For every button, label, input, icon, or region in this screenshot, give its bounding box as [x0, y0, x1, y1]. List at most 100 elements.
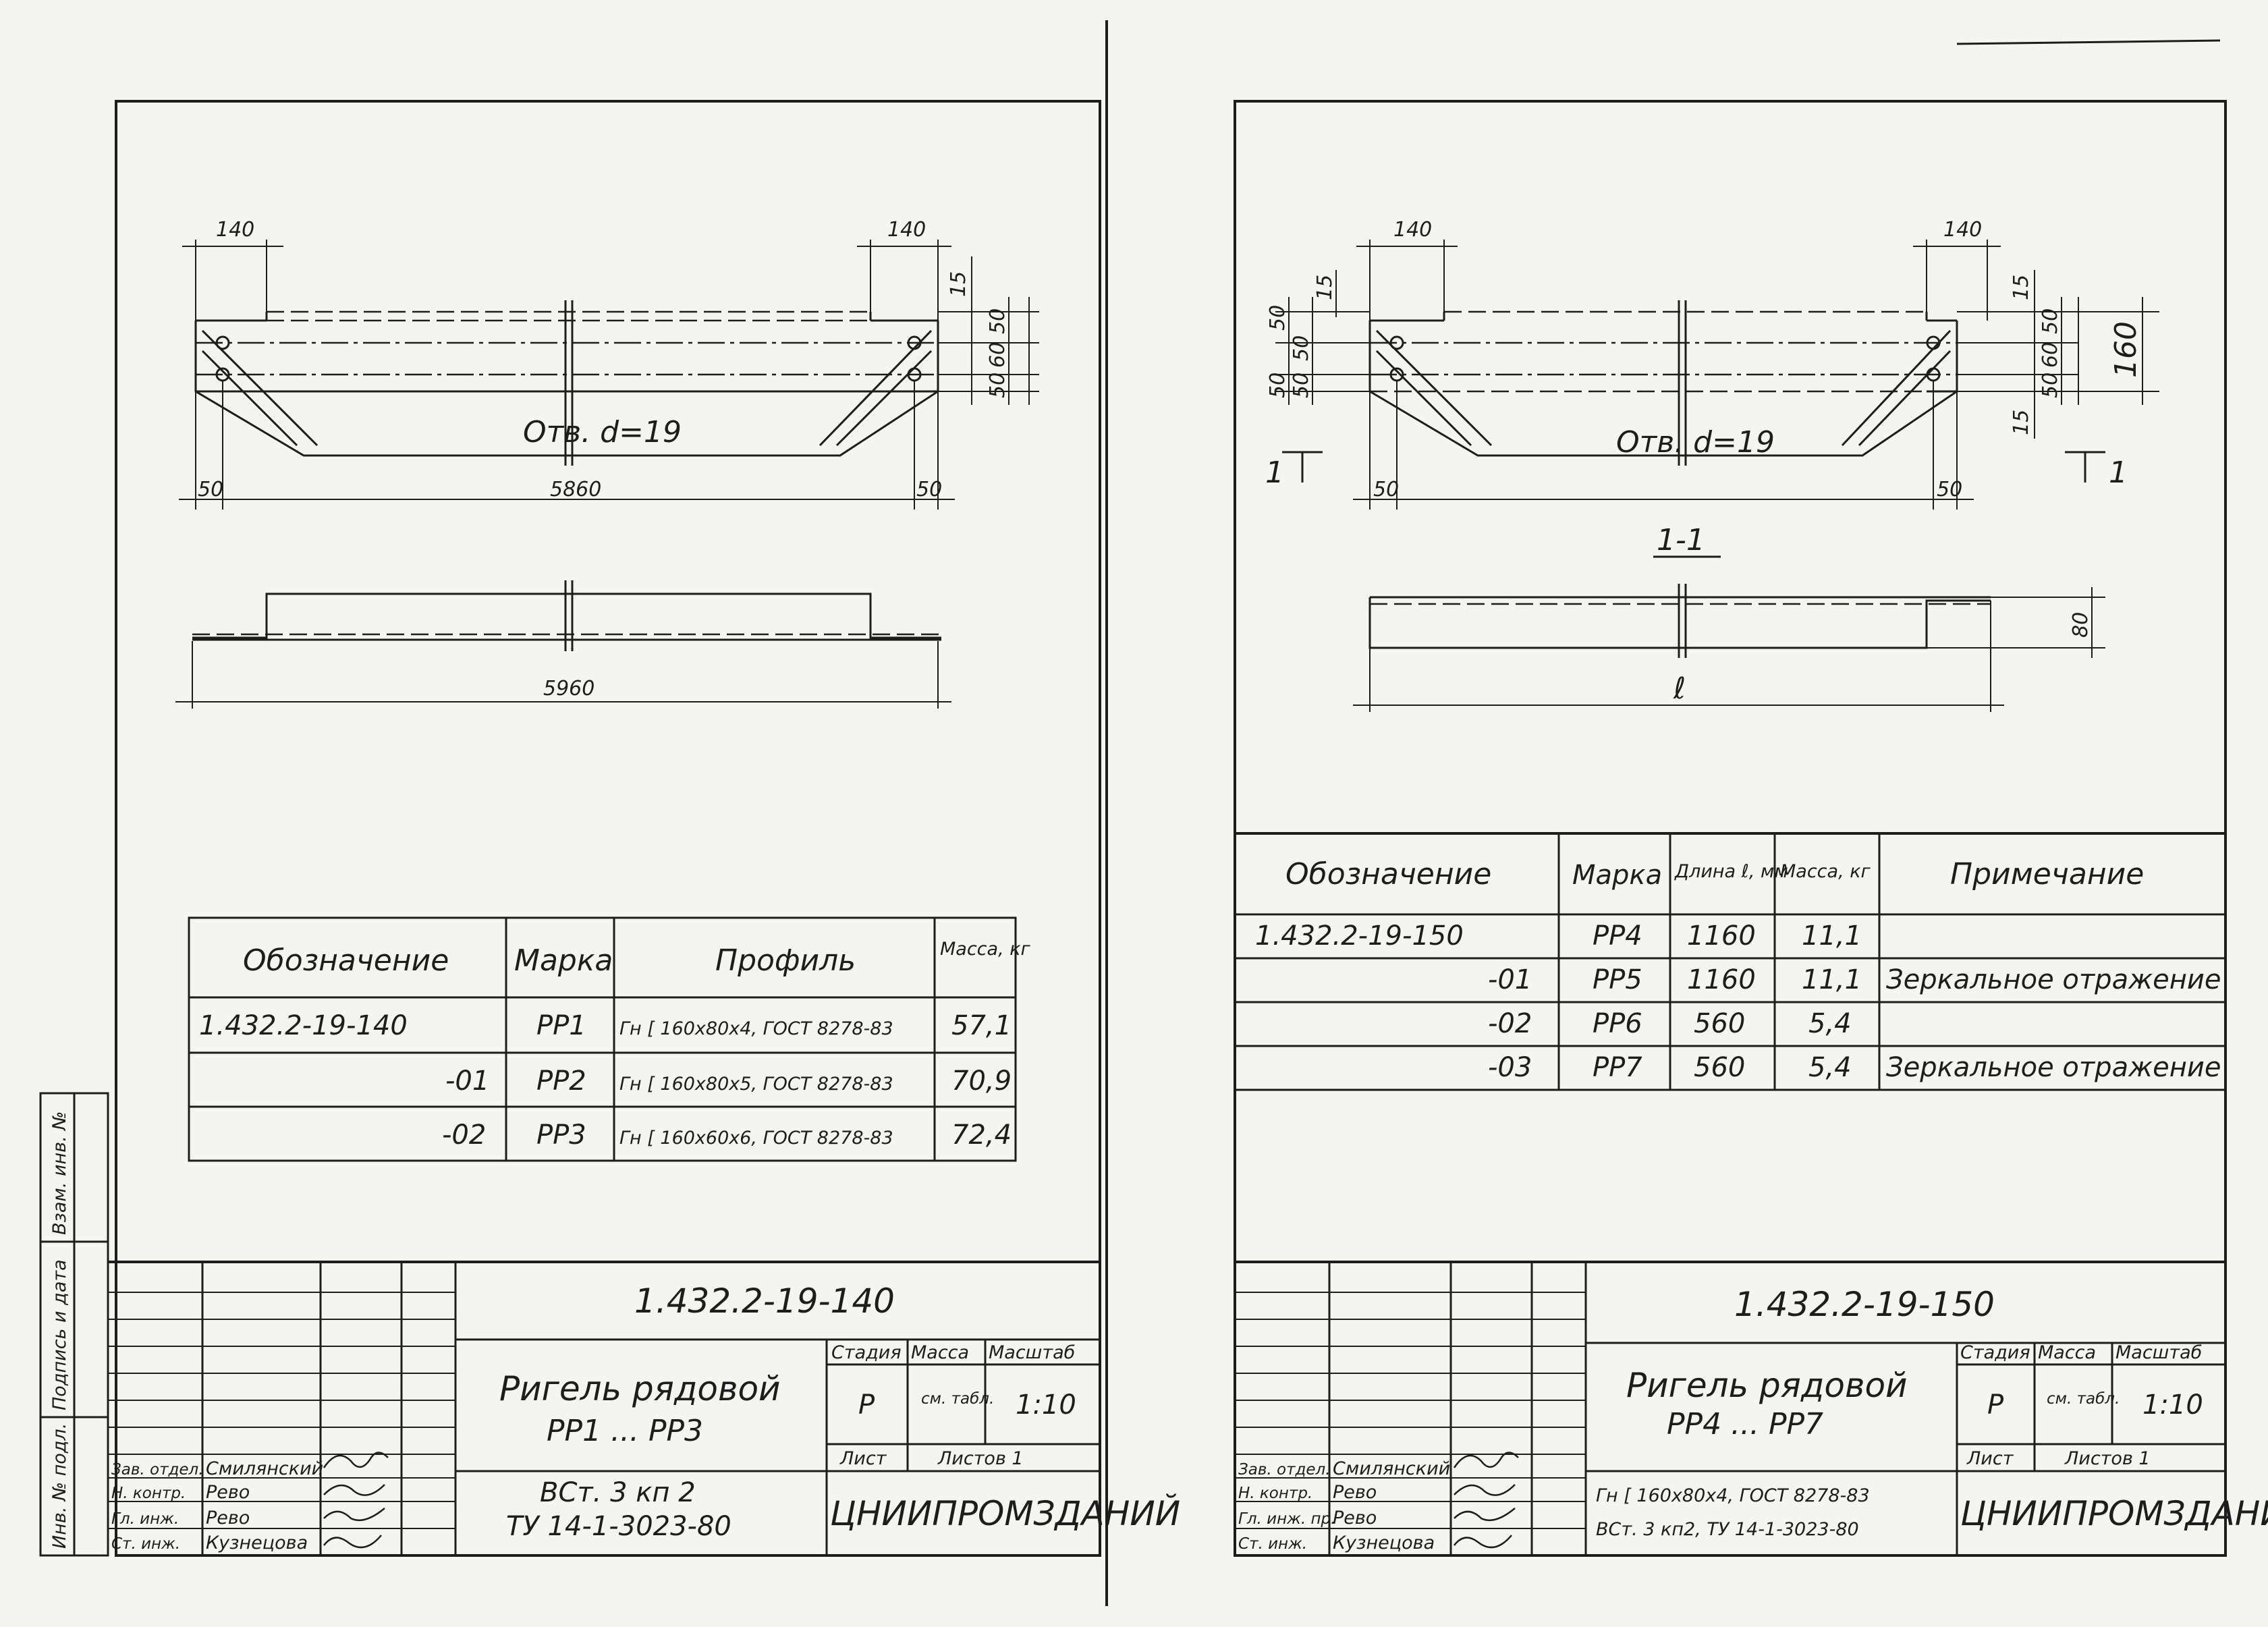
left-name-1: Рево	[206, 1482, 250, 1503]
left-th-profile: Профиль	[715, 943, 856, 978]
top-scan-line	[1956, 39, 2221, 45]
left-mass: см. табл.	[921, 1390, 994, 1408]
right-role-3: Ст. инж.	[1238, 1535, 1307, 1553]
r-dim-15-right: 15	[2010, 275, 2033, 300]
table-cell: 560	[1694, 1052, 1745, 1083]
right-scale: 1:10	[2142, 1389, 2203, 1421]
r-hole-note: Отв. d=19	[1616, 425, 1775, 460]
left-sheets-label: Листов 1	[937, 1448, 1024, 1469]
dim-top-right: 140	[887, 218, 926, 242]
table-cell: РР3	[536, 1120, 586, 1151]
stamp-inv-no: Инв. № подл.	[49, 1423, 70, 1549]
left-scale: 1:10	[1016, 1389, 1076, 1421]
section-mark-right: 1	[2109, 456, 2128, 490]
left-sheet-frame	[115, 100, 1101, 1557]
table-cell: 57,1	[951, 1010, 1012, 1041]
left-material-line2: ТУ 14-1-3023-80	[506, 1511, 731, 1542]
table-cell: РР5	[1593, 964, 1642, 995]
table-row: 1.432.2-19-150	[1255, 920, 1464, 952]
right-name-line2: РР4 ... РР7	[1667, 1407, 1823, 1441]
right-sheet-label: Лист	[1966, 1448, 2014, 1469]
signature	[1454, 1484, 1516, 1496]
left-material-line1: ВСт. 3 кп 2	[540, 1477, 696, 1508]
table-cell: 560	[1694, 1008, 1745, 1039]
r-dim-left-0: 50	[1266, 305, 1290, 331]
left-stage-label: Стадия	[831, 1342, 902, 1363]
r-dim-right-50b: 50	[2039, 373, 2062, 398]
table-cell: Гн [ 160х80х5, ГОСТ 8278-83	[619, 1074, 893, 1095]
table-cell: Гн [ 160х60х6, ГОСТ 8278-83	[619, 1128, 893, 1149]
right-th-length: Длина ℓ, мм	[1674, 861, 1788, 882]
table-cell: РР1	[536, 1010, 586, 1041]
table-cell: 11,1	[1802, 964, 1862, 995]
r-dim-bottom-right: 50	[1937, 478, 1962, 501]
left-code: 1.432.2-19-140	[634, 1281, 895, 1321]
left-name-line2: РР1 ... РР3	[547, 1414, 703, 1448]
right-th-note: Примечание	[1950, 857, 2144, 891]
right-spec-table: Обозначение Марка Длина ℓ, мм Масса, кг …	[1235, 832, 2225, 1091]
r-dim-left-3: 50	[1290, 373, 1313, 398]
right-name-line1: Ригель рядовой	[1626, 1366, 1908, 1405]
table-row: -01	[445, 1066, 489, 1097]
table-cell: РР7	[1593, 1052, 1642, 1083]
right-sheet-frame	[1234, 100, 2227, 1557]
signature	[1454, 1508, 1516, 1522]
signature	[323, 1484, 385, 1496]
right-role-0: Зав. отдел.	[1238, 1461, 1331, 1479]
table-cell: 1160	[1687, 964, 1756, 995]
stamp-replace-inv: Взам. инв. №	[49, 1111, 70, 1235]
dim-15: 15	[947, 271, 970, 297]
r-dim-bottom-left: 50	[1373, 478, 1399, 501]
right-th-mark: Марка	[1572, 860, 1662, 891]
right-name-0: Смилянский	[1333, 1458, 1450, 1479]
left-name-0: Смилянский	[206, 1458, 323, 1479]
table-cell: Зеркальное отражение	[1886, 1052, 2221, 1083]
left-spec-table: Обозначение Марка Профиль Масса, кг 1.43…	[188, 916, 1031, 1162]
left-name-3: Кузнецова	[206, 1533, 308, 1553]
dim-top-left: 140	[216, 218, 254, 242]
right-name-2: Рево	[1333, 1508, 1377, 1528]
table-cell: РР2	[536, 1066, 586, 1097]
r-dim-left-2: 50	[1266, 373, 1290, 398]
table-cell: 70,9	[951, 1066, 1012, 1097]
right-mass: см. табл.	[2047, 1390, 2120, 1408]
table-cell: 5,4	[1808, 1052, 1852, 1083]
left-side-stamp: Инв. № подл. Подпись и дата Взам. инв. №	[39, 1092, 109, 1557]
left-name-2: Рево	[206, 1508, 250, 1528]
r-dim-top-right: 140	[1943, 218, 1982, 242]
right-material-line2: ВСт. 3 кп2, ТУ 14-1-3023-80	[1596, 1519, 1859, 1540]
dim-bottom-right: 50	[916, 478, 942, 501]
left-plan-view: 140 140 15 50 60 50 Отв. d=19 50 50 5860	[179, 218, 1039, 509]
right-name-3: Кузнецова	[1333, 1533, 1435, 1553]
r-dim-15-top: 15	[1313, 275, 1337, 300]
right-role-1: Н. контр.	[1238, 1485, 1312, 1502]
left-sheet-label: Лист	[839, 1448, 887, 1469]
left-th-mark: Марка	[514, 943, 613, 978]
right-stage: Р	[1987, 1389, 2004, 1421]
dim-bottom-left: 50	[198, 478, 223, 501]
signature	[323, 1508, 385, 1522]
table-row: -01	[1488, 964, 1532, 995]
table-cell: 72,4	[951, 1120, 1012, 1151]
table-cell: Гн [ 160х80х4, ГОСТ 8278-83	[619, 1018, 893, 1039]
right-sheets-label: Листов 1	[2064, 1448, 2151, 1469]
left-title-block: 1.432.2-19-140 Ригель рядовой РР1 ... РР…	[108, 1261, 1180, 1555]
signature	[323, 1452, 389, 1468]
section-length: ℓ	[1673, 671, 1686, 706]
dim-length: 5860	[550, 478, 601, 501]
dim-right-50a: 50	[986, 308, 1009, 334]
r-dim-left-1: 50	[1290, 335, 1313, 361]
right-title-block: 1.432.2-19-150 Ригель рядовой РР4 ... РР…	[1235, 1261, 2268, 1555]
right-stage-label: Стадия	[1960, 1342, 2030, 1363]
left-role-3: Ст. инж.	[111, 1535, 180, 1553]
left-role-1: Н. контр.	[111, 1485, 186, 1502]
table-row: 1.432.2-19-140	[199, 1010, 408, 1041]
right-material-line1: Гн [ 160х80х4, ГОСТ 8278-83	[1596, 1485, 1870, 1506]
table-row: -02	[1488, 1008, 1532, 1039]
right-th-designation: Обозначение	[1285, 857, 1491, 891]
left-mass-label: Масса	[911, 1342, 969, 1363]
left-name-line1: Ригель рядовой	[499, 1369, 781, 1408]
right-mass-label: Масса	[2038, 1342, 2096, 1363]
table-cell: Зеркальное отражение	[1886, 964, 2221, 995]
